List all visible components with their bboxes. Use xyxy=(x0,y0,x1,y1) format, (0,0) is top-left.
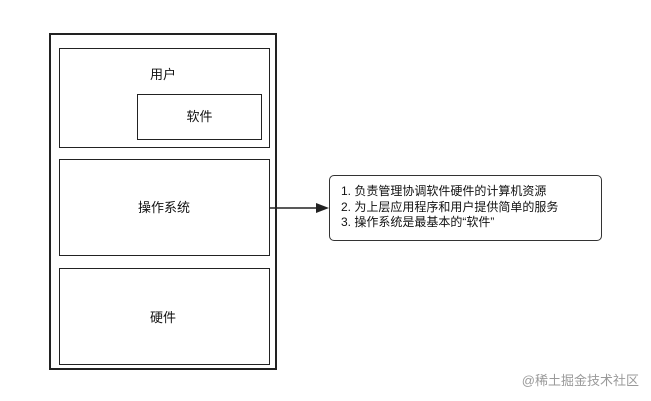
layer-stack-frame xyxy=(49,33,277,370)
os-layer-label: 操作系统 xyxy=(138,200,191,215)
hardware-layer-box xyxy=(59,268,270,365)
os-description-note: 1. 负责管理协调软件硬件的计算机资源 2. 为上层应用程序和用户提供简单的服务… xyxy=(329,175,602,241)
note-line-3: 3. 操作系统是最基本的“软件” xyxy=(341,215,495,229)
watermark: @稀土掘金技术社区 xyxy=(521,373,639,388)
note-line-1: 1. 负责管理协调软件硬件的计算机资源 xyxy=(341,184,547,198)
arrow-head-icon xyxy=(316,203,329,213)
note-line-2: 2. 为上层应用程序和用户提供简单的服务 xyxy=(341,199,559,214)
os-layer-box xyxy=(59,159,270,256)
hardware-layer-label: 硬件 xyxy=(150,310,177,325)
software-label: 软件 xyxy=(186,109,213,124)
user-layer-label: 用户 xyxy=(150,67,177,82)
software-box: 软件 xyxy=(137,94,262,140)
